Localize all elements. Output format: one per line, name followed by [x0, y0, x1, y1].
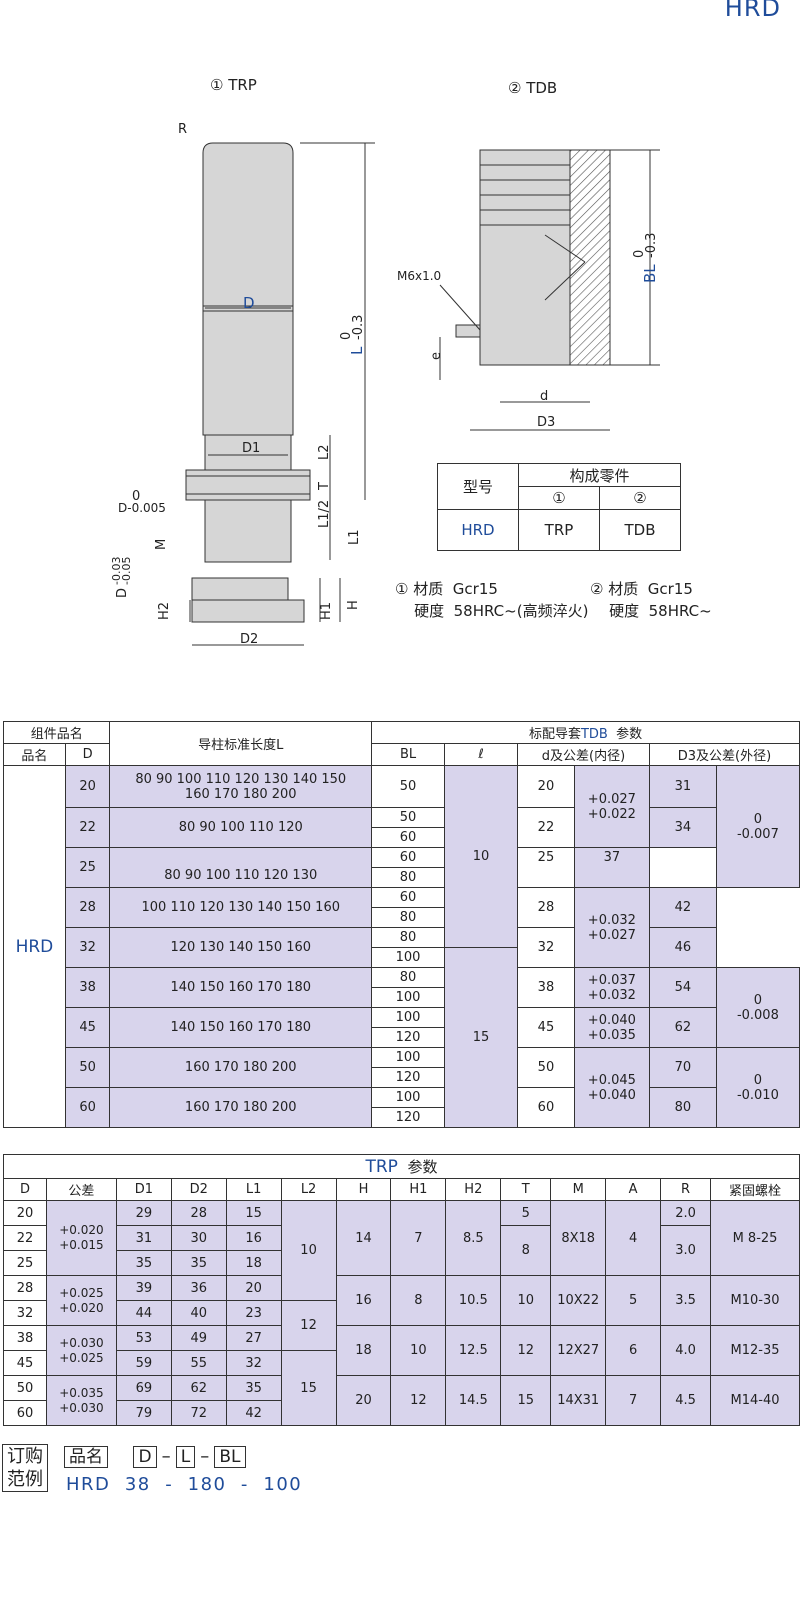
trp-flange	[185, 469, 311, 501]
dim-Dlow-tol-a: -0.03	[110, 557, 123, 585]
grease-nipple	[455, 324, 481, 338]
dim-D-tol0: 0	[132, 489, 140, 504]
technical-drawing: ① TRP ② TDB R D L -0.3 0 D1 L2 T L1/2 L1…	[110, 76, 660, 647]
dim-D3: D3	[537, 415, 555, 430]
material-1: ① 材质 Gcr15 硬度 58HRC~(高频淬火)	[395, 580, 589, 620]
table1-name: HRD	[3, 765, 66, 1128]
hrd-spec-table: 组件品名 导柱标准长度L 标配导套TDB 参数 品名 D BL ℓ d及公差(内…	[2, 721, 801, 1128]
tdb-label: ② TDB	[508, 79, 557, 97]
part1-num: ①	[518, 486, 600, 510]
trp-label: ① TRP	[210, 76, 257, 94]
dim-L-tol0: 0	[339, 332, 354, 340]
dim-Dlow-tol-b: -0.05	[120, 557, 133, 585]
dim-BL-tol0: 0	[632, 250, 647, 258]
trp-base	[191, 599, 305, 623]
series-title: HRD	[724, 0, 781, 22]
part1-value: TRP	[518, 509, 600, 551]
dim-D1: D1	[242, 441, 260, 456]
dim-L: L	[348, 346, 366, 355]
dim-M6: M6x1.0	[397, 269, 441, 283]
dim-d: d	[540, 389, 548, 404]
tdb-wall	[569, 149, 611, 366]
dim-Dlow: D	[115, 588, 130, 598]
dim-H: H	[346, 600, 361, 610]
dim-L12: L1/2	[317, 500, 332, 528]
dim-L2: L2	[317, 444, 332, 460]
dim-D: D	[243, 294, 255, 312]
dim-BL: BL	[641, 264, 659, 283]
dim-e: e	[429, 352, 444, 360]
tdb-body	[479, 149, 571, 366]
dim-D2: D2	[240, 632, 258, 647]
trp-neck	[204, 434, 292, 471]
order-format: 品名 D – L – BL	[64, 1446, 246, 1468]
trp-pin-body	[202, 142, 294, 436]
model-value: HRD	[437, 509, 519, 551]
parts-header: 构成零件	[518, 463, 681, 487]
dim-R: R	[178, 122, 187, 137]
dim-M: M	[154, 539, 169, 550]
dim-BL-tol: -0.3	[644, 233, 659, 258]
order-example-label: 订购范例	[2, 1444, 48, 1492]
part2-value: TDB	[599, 509, 681, 551]
dim-L1: L1	[347, 529, 362, 545]
trp-lower	[204, 499, 292, 563]
model-header: 型号	[437, 463, 519, 510]
dim-H2: H2	[157, 602, 172, 620]
part2-num: ②	[599, 486, 681, 510]
order-example-value: HRD 38 - 180 - 100	[66, 1474, 303, 1495]
dim-H1: H1	[319, 602, 334, 620]
dim-D-tol: D-0.005	[118, 501, 166, 515]
dim-L-tol: -0.3	[351, 315, 366, 340]
components-table: 型号 构成零件 ① ② HRD TRP TDB	[437, 463, 681, 551]
material-2: ② 材质 Gcr15 硬度 58HRC~	[590, 580, 712, 620]
trp-base-top	[191, 577, 289, 601]
dim-T: T	[317, 482, 332, 491]
